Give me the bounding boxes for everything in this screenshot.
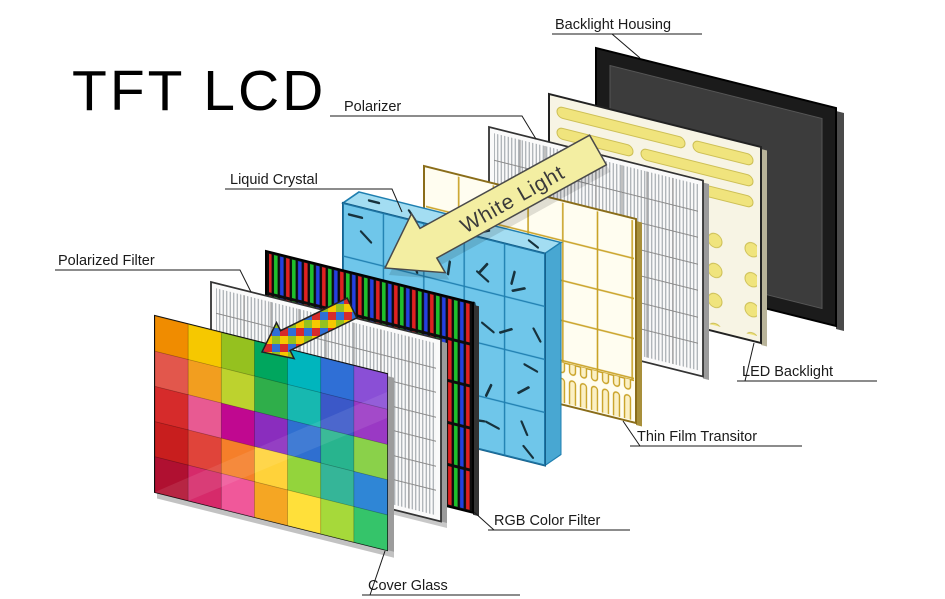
label-polarized-filter: Polarized Filter — [55, 253, 252, 293]
led-bar — [640, 148, 754, 187]
led-bar — [692, 140, 754, 166]
page-title: TFT LCD — [72, 59, 326, 123]
rgb-edge — [473, 304, 479, 517]
cover-glass-edge — [387, 376, 394, 554]
label-backlight-housing-text: Backlight Housing — [555, 17, 671, 33]
white-light-arrow: White Light — [383, 134, 611, 280]
tft-edge — [636, 221, 642, 427]
white-light-arrow-shape — [383, 134, 608, 274]
label-polarizer: Polarizer — [330, 99, 537, 140]
label-polarizer-text: Polarizer — [344, 99, 401, 115]
leader-backlight-housing — [552, 33, 702, 59]
label-cover-glass: Cover Glass — [362, 550, 520, 596]
pixel-sample-arrow-shape — [260, 297, 358, 360]
label-led-backlight: LED Backlight — [737, 342, 877, 382]
led-edge — [761, 149, 767, 347]
cover-glass-bottom-edge — [157, 492, 394, 558]
led-bar — [556, 106, 686, 149]
cover-glass-mosaic — [154, 315, 388, 552]
label-polarized-filter-text: Polarized Filter — [58, 253, 155, 269]
leader-thin-film-transistor — [622, 420, 802, 447]
lc-side-face — [544, 241, 562, 467]
cover-glass-sheen — [155, 392, 387, 501]
label-led-backlight-text: LED Backlight — [742, 364, 833, 380]
label-rgb-color-filter: RGB Color Filter — [473, 511, 630, 531]
leader-led-backlight — [737, 342, 877, 382]
leader-liquid-crystal — [225, 188, 403, 213]
layer-cover-glass — [154, 314, 394, 558]
label-thin-film-transistor: Thin Film Transitor — [622, 420, 802, 447]
housing-edge — [836, 111, 844, 331]
label-thin-film-transistor-text: Thin Film Transitor — [637, 429, 757, 445]
label-cover-glass-text: Cover Glass — [368, 578, 448, 594]
label-liquid-crystal: Liquid Crystal — [225, 172, 403, 213]
leader-cover-glass — [362, 550, 520, 596]
polarized-filter-edge — [441, 341, 447, 525]
label-rgb-color-filter-text: RGB Color Filter — [494, 513, 601, 529]
leader-rgb-color-filter — [473, 511, 630, 531]
leader-polarized-filter — [55, 269, 252, 293]
polarizer-edge — [703, 182, 709, 380]
pixel-sample-arrow — [260, 297, 358, 360]
label-backlight-housing: Backlight Housing — [552, 17, 702, 59]
label-liquid-crystal-text: Liquid Crystal — [230, 172, 318, 188]
leader-polarizer — [330, 115, 537, 140]
